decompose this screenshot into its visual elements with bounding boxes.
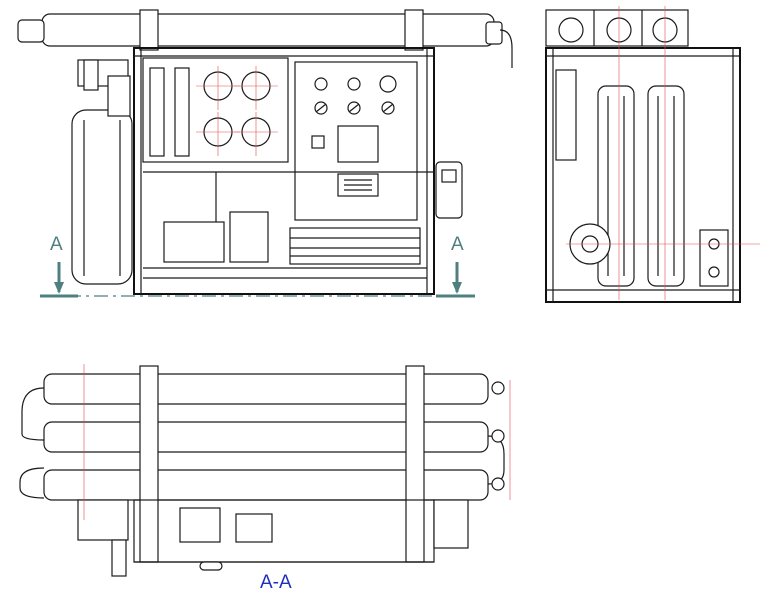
dosing-pump-display bbox=[441, 169, 457, 183]
valve-left bbox=[83, 59, 99, 91]
vessel-outlet-pipe bbox=[499, 29, 513, 68]
section-view-label: A-A bbox=[260, 572, 292, 593]
top-pump bbox=[179, 507, 221, 543]
main-frame bbox=[133, 47, 435, 295]
side-view bbox=[545, 6, 760, 303]
frame-clamp-right bbox=[404, 9, 424, 51]
indicator-light-3 bbox=[379, 75, 397, 93]
vessel-end-cap-right bbox=[485, 21, 503, 45]
top-coupling bbox=[235, 513, 273, 543]
small-switch bbox=[311, 135, 325, 149]
interconnect-left bbox=[21, 387, 45, 441]
mount-bracket bbox=[699, 229, 729, 287]
membrane-side-2 bbox=[647, 85, 685, 287]
vessel-end-cap-left bbox=[17, 19, 45, 43]
top-clamp-right bbox=[405, 365, 425, 563]
electric-motor bbox=[289, 227, 421, 265]
section-marker-right: A bbox=[451, 234, 464, 255]
display-screen bbox=[337, 125, 379, 163]
frame-clamp-left bbox=[139, 9, 159, 51]
top-frame bbox=[133, 499, 435, 563]
side-frame bbox=[545, 47, 741, 303]
vessel-cap-1 bbox=[558, 17, 584, 43]
section-marker-left: A bbox=[50, 234, 63, 255]
flowmeter-1 bbox=[149, 67, 165, 157]
top-view bbox=[19, 364, 511, 577]
top-filter bbox=[77, 499, 129, 541]
interconnect-right bbox=[487, 435, 505, 485]
top-clamp-left bbox=[139, 365, 159, 563]
flowmeter-2 bbox=[174, 67, 190, 157]
high-pressure-pump bbox=[163, 221, 225, 263]
membrane-vessel-top bbox=[41, 13, 495, 47]
prefilter-housing bbox=[71, 109, 133, 285]
indicator-light-2 bbox=[347, 77, 361, 91]
indicator-light-1 bbox=[314, 77, 328, 91]
top-dosing-pump bbox=[433, 499, 469, 549]
valve-right bbox=[107, 75, 131, 117]
filter-side bbox=[555, 69, 577, 161]
front-view bbox=[17, 9, 513, 298]
motor-coupling bbox=[229, 211, 269, 263]
drain-valve bbox=[111, 539, 127, 577]
